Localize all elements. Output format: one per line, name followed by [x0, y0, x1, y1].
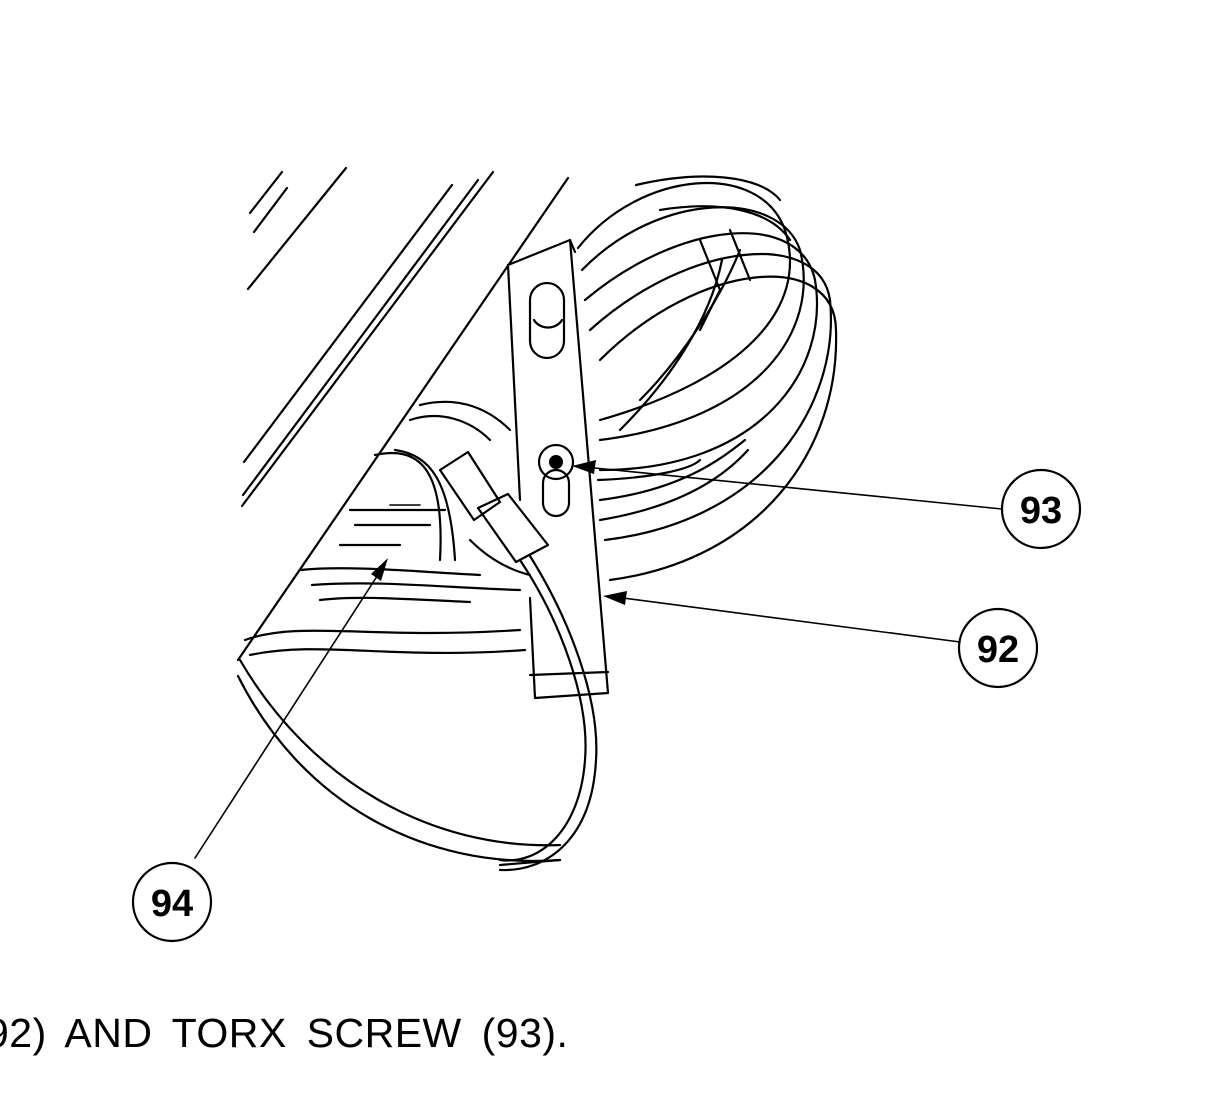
wiring-harness	[576, 175, 838, 582]
housing-edge-lines	[236, 166, 570, 662]
callout-94: 94	[131, 861, 213, 943]
bracket	[506, 238, 610, 700]
lower-detail-lines	[236, 400, 562, 862]
figure-caption: 92) AND TORX SCREW (93).	[0, 1010, 569, 1056]
leader-lines	[194, 460, 1003, 859]
callout-93: 93	[1000, 468, 1082, 550]
callout-92: 92	[957, 607, 1039, 689]
callout-93-label: 93	[1020, 490, 1062, 532]
callout-94-label: 94	[151, 883, 193, 925]
callout-92-label: 92	[977, 629, 1019, 671]
torx-screw	[537, 443, 575, 481]
connector-cable	[438, 450, 598, 872]
